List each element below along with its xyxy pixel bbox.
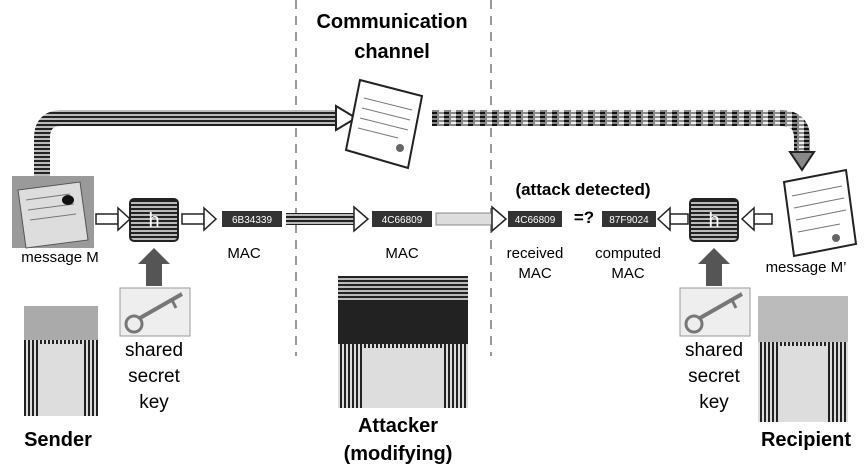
recipient-key-line3: key xyxy=(699,392,729,413)
sender-key-line1: shared xyxy=(125,340,183,361)
recipient-hash-box: h xyxy=(689,198,739,242)
recipient-document-icon xyxy=(782,168,858,258)
attacker-label-line2: (modifying) xyxy=(344,443,453,465)
sender-hash-box: h xyxy=(129,198,179,242)
message-route-arrow xyxy=(34,104,816,178)
recipient-hash-symbol: h xyxy=(708,210,719,232)
attacker-person-icon xyxy=(338,276,468,408)
sender-mac-label: MAC xyxy=(227,245,261,262)
document-to-recipient-hash-arrow xyxy=(740,206,773,232)
received-mac-box xyxy=(508,211,562,227)
sender-mac-value: 6B34339 xyxy=(232,215,272,226)
computed-mac-value: 87F9024 xyxy=(609,215,649,226)
received-mac-label-line2: MAC xyxy=(518,265,552,282)
received-mac-label-line1: received xyxy=(507,245,564,262)
hash-to-mac-arrow xyxy=(181,206,218,232)
key-to-recipient-hash-arrow xyxy=(698,248,730,286)
sender-message-label: message M xyxy=(21,249,99,266)
recipient-key-line2: secret xyxy=(688,366,740,387)
sender-mac-box xyxy=(222,211,282,227)
recipient-person-icon xyxy=(758,296,848,422)
recipient-message-label: message M’ xyxy=(766,259,847,276)
computed-mac-box xyxy=(602,211,656,227)
key-to-sender-hash-arrow xyxy=(138,248,170,286)
document-icon xyxy=(344,78,424,170)
received-mac-value: 4C66809 xyxy=(515,215,556,226)
attacker-mac-label: MAC xyxy=(385,245,419,262)
channel-title-line1: Communication xyxy=(316,11,467,33)
sender-key-icon xyxy=(119,287,191,337)
sender-key-line3: key xyxy=(139,392,169,413)
recipient-hash-to-computed-arrow xyxy=(656,206,689,232)
sender-person-icon xyxy=(24,306,98,416)
sender-key-line2: secret xyxy=(128,366,180,387)
recipient-label: Recipient xyxy=(761,429,851,451)
attack-detected-label: (attack detected) xyxy=(515,180,650,199)
attacker-mac-box xyxy=(372,211,432,227)
sender-to-attacker-arrow xyxy=(286,205,370,233)
attacker-mac-value: 4C66809 xyxy=(382,215,423,226)
channel-title-line2: channel xyxy=(354,41,430,63)
attacker-label-line1: Attacker xyxy=(358,415,438,437)
attacker-to-recipient-arrow xyxy=(435,205,508,233)
sender-document-icon xyxy=(12,176,94,249)
sender-to-hash-arrow xyxy=(95,206,132,232)
sender-hash-symbol: h xyxy=(148,210,159,232)
sender-label: Sender xyxy=(24,429,92,451)
recipient-key-icon xyxy=(679,287,751,337)
computed-mac-label-line2: MAC xyxy=(611,265,645,282)
computed-mac-label-line1: computed xyxy=(595,245,661,262)
recipient-key-line1: shared xyxy=(685,340,743,361)
compare-symbol: =? xyxy=(574,208,594,227)
